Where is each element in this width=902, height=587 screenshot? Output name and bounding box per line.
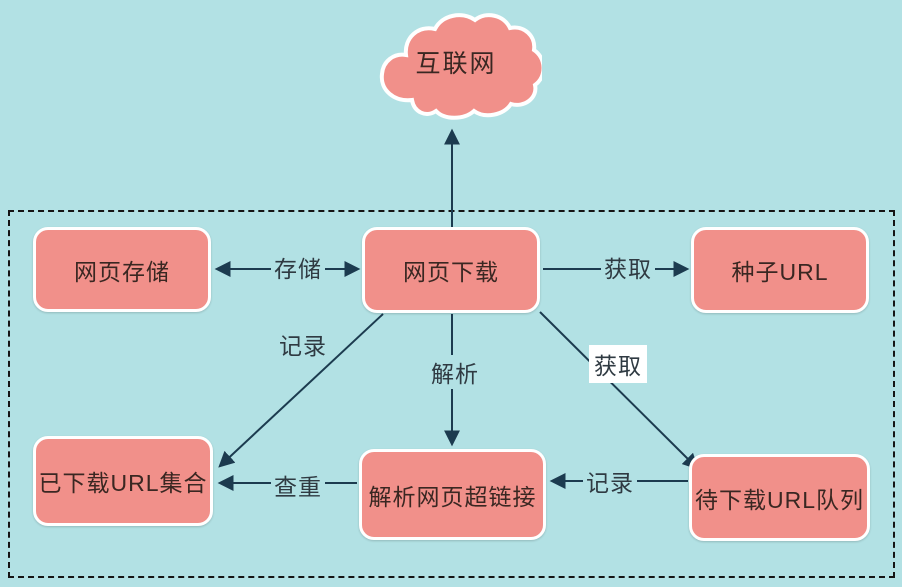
- node-web-storage-label: 网页存储: [74, 258, 170, 285]
- cloud-shape: [379, 13, 542, 120]
- node-pending-url-queue-label: 待下载URL队列: [694, 486, 864, 513]
- edge-label-record-set: 记录: [276, 327, 330, 361]
- edge-label-parse: 解析: [428, 355, 482, 389]
- node-downloaded-url-set: 已下载URL集合: [33, 436, 213, 526]
- edge-label-dedupe: 查重: [271, 468, 325, 502]
- node-downloaded-url-set-label: 已下载URL集合: [38, 470, 208, 496]
- node-pending-url-queue: 待下载URL队列: [689, 454, 870, 541]
- node-parse-hyperlinks-label: 解析网页超链接: [368, 483, 537, 510]
- node-seed-url-label: 种子URL: [731, 259, 829, 285]
- node-seed-url: 种子URL: [691, 227, 869, 313]
- node-web-downloader: 网页下载: [362, 227, 540, 313]
- node-web-downloader-label: 网页下载: [403, 259, 499, 285]
- edge-label-fetch-seed: 获取: [601, 250, 655, 284]
- node-web-storage: 网页存储: [33, 227, 211, 312]
- internet-cloud-node: 互联网: [370, 6, 542, 122]
- edge-label-fetch-queue: 获取: [589, 345, 647, 383]
- internet-cloud-label: 互联网: [415, 50, 497, 78]
- edge-label-store: 存储: [271, 250, 325, 284]
- node-parse-hyperlinks: 解析网页超链接: [359, 449, 546, 540]
- edge-label-record-queue: 记录: [583, 464, 637, 498]
